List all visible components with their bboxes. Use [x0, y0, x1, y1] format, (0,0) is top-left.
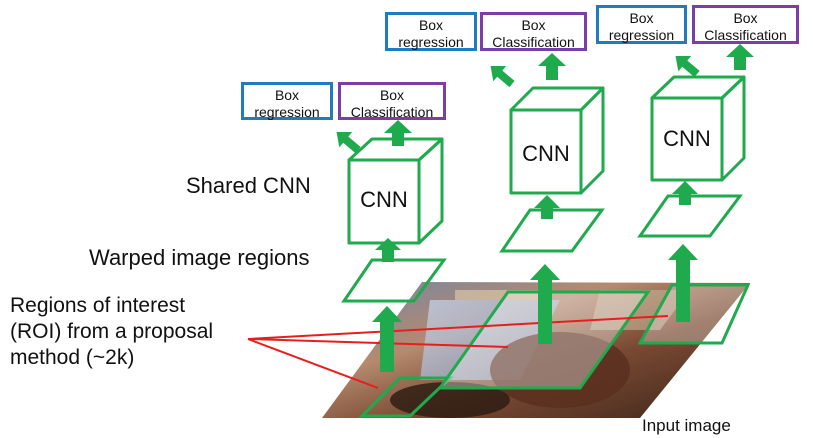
arrow-warp3-to-cnn3 — [672, 181, 698, 205]
box-classification-1-line1: Box — [379, 87, 405, 103]
arrow-cnn2-to-reg — [490, 66, 515, 88]
cnn-cube-2: CNN — [509, 86, 605, 195]
arrow-cnn2-to-cls — [538, 53, 566, 80]
cnn-cube-1: CNN — [347, 137, 444, 245]
roi-region-3 — [637, 283, 751, 345]
arrow-roi2-to-warp2 — [530, 264, 560, 344]
arrow-warp2-to-cnn2 — [534, 195, 560, 219]
shared-cnn-label: Shared CNN — [186, 173, 311, 198]
cnn-label-2: CNN — [522, 141, 570, 166]
roi-region-1 — [358, 376, 454, 418]
box-regression-3-line2: regression — [608, 27, 675, 43]
box-regression-1-line1: Box — [274, 87, 300, 103]
warped-region-2 — [499, 208, 605, 253]
roi-label-line2: (ROI) from a proposal — [10, 320, 214, 343]
box-regression-2-line2: regression — [398, 34, 464, 50]
cnn-label-3: CNN — [663, 126, 711, 151]
warped-region-1 — [341, 258, 447, 303]
warped-region-3 — [637, 194, 743, 238]
box-classification-3: Box Classification — [692, 5, 799, 44]
arrow-cnn3-to-reg — [675, 56, 700, 78]
box-regression-2: Box regression — [385, 12, 477, 51]
roi-label-line3: method (~2k) — [10, 346, 135, 369]
box-regression-3-line1: Box — [629, 10, 654, 26]
box-regression-3: Box regression — [596, 5, 687, 44]
cnn-label-1: CNN — [360, 187, 408, 212]
box-classification-2-line2: Classification — [492, 34, 575, 50]
box-classification-2-line1: Box — [521, 17, 546, 33]
box-classification-3-line2: Classification — [704, 27, 787, 43]
box-classification-2: Box Classification — [480, 12, 587, 51]
arrow-roi1-to-warp1 — [372, 306, 402, 372]
box-regression-2-line1: Box — [418, 17, 444, 33]
roi-label-line1: Regions of interest — [10, 294, 186, 317]
arrow-cnn1-to-cls — [384, 120, 412, 146]
arrow-cnn3-to-cls — [726, 44, 754, 70]
box-classification-1-line2: Classification — [350, 104, 434, 120]
box-classification-1: Box Classification — [338, 82, 446, 120]
warped-regions-label: Warped image regions — [89, 245, 310, 270]
arrow-cnn1-to-reg — [336, 132, 361, 154]
box-regression-1: Box regression — [241, 82, 333, 120]
box-regression-1-line2: regression — [254, 104, 320, 120]
cnn-cube-3: CNN — [650, 75, 746, 182]
box-classification-3-line1: Box — [733, 10, 758, 26]
input-image-label: Input image — [642, 416, 731, 435]
roi-pointer-lines — [247, 315, 669, 389]
arrow-roi3-to-warp3 — [668, 244, 698, 322]
